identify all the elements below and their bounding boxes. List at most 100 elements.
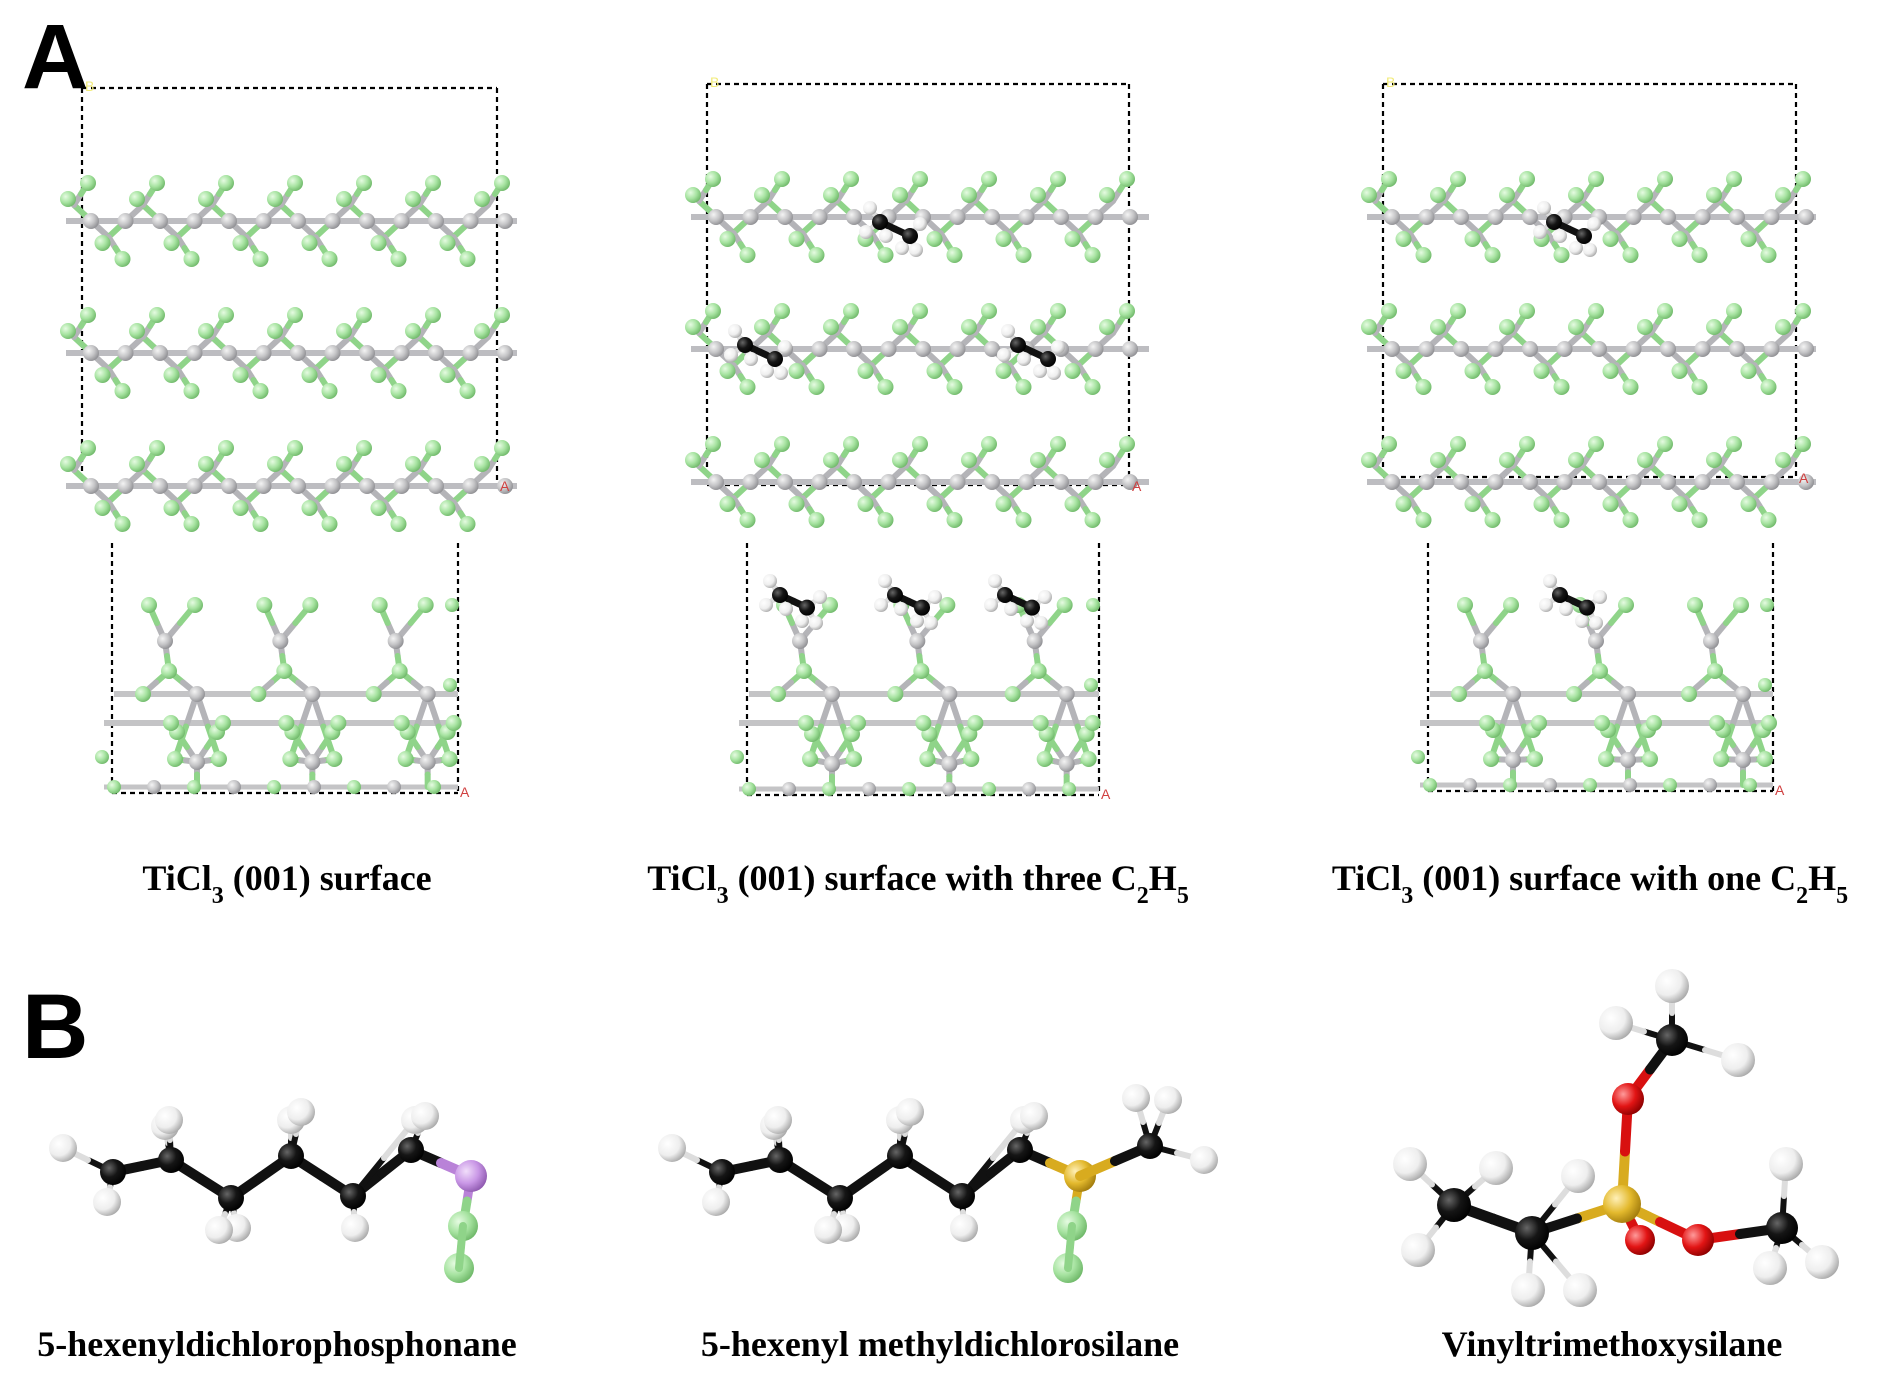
chlorine-atom xyxy=(912,303,928,319)
chlorine-atom xyxy=(161,663,177,679)
hydrogen-atom xyxy=(1047,366,1061,380)
slab-side-view-three-ethyl: A xyxy=(730,543,1111,802)
chlorine-atom xyxy=(267,323,283,339)
chlorine-atom xyxy=(926,231,943,247)
chlorine-atom xyxy=(1519,436,1535,452)
titanium-atom xyxy=(1522,341,1538,357)
titanium-atom xyxy=(941,686,958,702)
chlorine-atom xyxy=(1691,247,1708,263)
titanium-atom xyxy=(1735,686,1751,702)
hydrogen-atom xyxy=(1753,1251,1787,1285)
caption-clean-surface: TiCl3 (001) surface xyxy=(142,858,431,909)
cell-axis-tag: B xyxy=(1386,74,1395,90)
chlorine-atom xyxy=(1086,598,1100,612)
cell-axis-tag: B xyxy=(710,74,719,90)
titanium-atom xyxy=(1122,209,1138,225)
chlorine-atom xyxy=(1646,715,1662,731)
hydrogen-atom xyxy=(896,1098,924,1126)
chlorine-atom xyxy=(211,751,227,767)
chlorine-atom xyxy=(198,323,214,339)
chlorine-atom xyxy=(1709,715,1725,731)
chlorine-atom xyxy=(187,597,203,613)
chlorine-atom xyxy=(774,436,790,452)
carbon-atom xyxy=(799,599,815,616)
titanium-atom xyxy=(984,209,1000,225)
chlorine-atom xyxy=(163,715,179,731)
titanium-atom xyxy=(1620,752,1636,768)
titanium-atom xyxy=(1660,209,1676,225)
titanium-atom xyxy=(1623,778,1637,792)
chlorine-atom xyxy=(1503,778,1517,792)
chlorine-atom xyxy=(114,251,131,267)
chlorine-atom xyxy=(1119,303,1135,319)
hydrogen-atom xyxy=(988,574,1002,588)
titanium-atom xyxy=(359,478,375,494)
chlorine-atom xyxy=(963,751,980,767)
chlorine-atom xyxy=(370,500,387,516)
caption-three-ethyl-surface: TiCl3 (001) surface with three C2H5 xyxy=(647,858,1189,909)
chlorine-atom xyxy=(730,750,744,764)
cell-axis-tag: A xyxy=(1775,782,1785,798)
hydrogen-atom xyxy=(287,1098,315,1126)
titanium-atom xyxy=(824,756,840,772)
titanium-atom xyxy=(83,213,99,229)
chlorine-atom xyxy=(823,319,839,335)
chlorine-atom xyxy=(1602,496,1619,512)
chlorine-atom xyxy=(823,452,839,468)
hydrogen-atom xyxy=(859,225,873,239)
chlorine-atom xyxy=(1618,597,1634,613)
chlorine-atom xyxy=(1795,303,1811,319)
chlorine-atom xyxy=(1415,247,1432,263)
chlorine-atom xyxy=(60,323,76,339)
slab-side-view-one-ethyl: A xyxy=(1411,543,1785,798)
titanium-atom xyxy=(152,213,168,229)
titanium-atom xyxy=(880,341,897,357)
chlorine-atom xyxy=(441,751,458,767)
chlorine-atom xyxy=(1099,319,1115,335)
carbon-atom xyxy=(767,351,783,367)
titanium-atom xyxy=(1694,474,1711,490)
chlorine-atom xyxy=(981,436,997,452)
chlorine-atom xyxy=(114,383,131,399)
chlorine-atom xyxy=(1637,452,1653,468)
chlorine-atom xyxy=(390,251,407,267)
chlorine-atom xyxy=(1064,363,1081,379)
chlorine-atom xyxy=(232,500,249,516)
titanium-atom xyxy=(221,213,237,229)
titanium-atom xyxy=(255,345,272,361)
chlorine-atom xyxy=(371,597,388,613)
chlorine-atom xyxy=(1588,303,1604,319)
caption-one-ethyl-surface: TiCl3 (001) surface with one C2H5 xyxy=(1332,858,1848,909)
titanium-atom xyxy=(1694,209,1711,225)
titanium-atom xyxy=(942,782,956,796)
carbon-atom xyxy=(1040,351,1056,367)
chlorine-atom xyxy=(183,516,200,532)
chlorine-atom xyxy=(365,686,382,702)
slab-side-view-clean: A xyxy=(95,543,470,800)
chlorine-atom xyxy=(1030,319,1046,335)
chlorine-atom xyxy=(1642,751,1658,767)
chlorine-atom xyxy=(1663,778,1677,792)
titanium-atom xyxy=(324,478,341,494)
chlorine-atom xyxy=(1533,496,1550,512)
chlorine-atom xyxy=(198,191,214,207)
chlorine-atom xyxy=(167,751,183,767)
hydrogen-atom xyxy=(1190,1146,1218,1174)
chlorine-atom xyxy=(892,452,908,468)
chlorine-atom xyxy=(287,307,303,323)
chlorine-atom xyxy=(995,231,1012,247)
chlorine-atom xyxy=(215,715,231,731)
chlorine-atom xyxy=(1687,597,1703,613)
chlorine-atom xyxy=(336,191,352,207)
chlorine-atom xyxy=(1464,231,1481,247)
chlorine-atom xyxy=(1519,303,1535,319)
chlorine-atom xyxy=(276,663,293,679)
chlorine-atom xyxy=(405,456,421,472)
titanium-atom xyxy=(1556,341,1573,357)
titanium-atom xyxy=(1729,474,1745,490)
chlorine-atom xyxy=(1064,496,1081,512)
titanium-atom xyxy=(186,478,203,494)
chlorine-atom xyxy=(301,500,318,516)
chlorine-atom xyxy=(356,175,372,191)
chlorine-atom xyxy=(1775,319,1791,335)
